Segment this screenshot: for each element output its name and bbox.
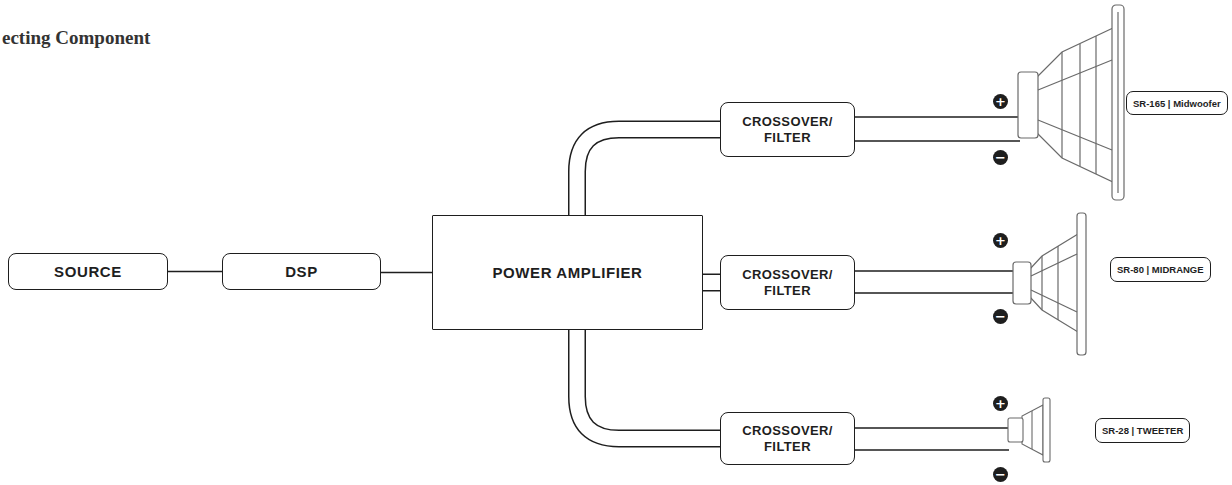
signal-connector bbox=[577, 130, 720, 216]
node-text: CROSSOVER/ FILTER bbox=[736, 423, 840, 454]
node-text: SR-165 | Midwoofer bbox=[1133, 98, 1221, 109]
node-text: DSP bbox=[285, 263, 318, 280]
polarity-mark: + bbox=[993, 94, 1008, 109]
crossover-box: CROSSOVER/ FILTER bbox=[720, 102, 855, 157]
node-text: SOURCE bbox=[54, 263, 122, 280]
signal-connector bbox=[381, 272, 432, 273]
speaker-tag: SR-80 | MIDRANGE bbox=[1110, 257, 1211, 282]
midwoofer-drawing bbox=[1018, 5, 1124, 200]
source-box: SOURCE bbox=[8, 253, 168, 290]
node-text: POWER AMPLIFIER bbox=[492, 264, 642, 281]
polarity-mark: − bbox=[993, 309, 1008, 324]
crossover-box: CROSSOVER/ FILTER bbox=[720, 412, 855, 465]
crossover-box: CROSSOVER/ FILTER bbox=[720, 255, 855, 310]
node-text: SR-28 | TWEETER bbox=[1102, 425, 1183, 436]
signal-connector bbox=[577, 330, 720, 439]
signal-connector bbox=[168, 271, 222, 272]
node-text: SR-80 | MIDRANGE bbox=[1117, 264, 1204, 275]
polarity-mark: + bbox=[993, 233, 1008, 248]
polarity-mark: + bbox=[993, 396, 1008, 411]
dsp-box: DSP bbox=[222, 253, 381, 290]
polarity-mark: − bbox=[993, 150, 1008, 165]
midrange-drawing bbox=[1013, 213, 1086, 355]
node-text: CROSSOVER/ FILTER bbox=[736, 114, 840, 145]
amplifier-box: POWER AMPLIFIER bbox=[432, 215, 703, 330]
polarity-mark: − bbox=[993, 467, 1008, 482]
signal-connector bbox=[703, 282, 720, 283]
speaker-tag: SR-165 | Midwoofer bbox=[1126, 91, 1228, 115]
tweeter-drawing bbox=[1008, 398, 1050, 462]
speaker-wires bbox=[855, 117, 1020, 450]
speaker-tag: SR-28 | TWEETER bbox=[1095, 418, 1190, 443]
node-text: CROSSOVER/ FILTER bbox=[736, 267, 840, 298]
heading: ecting Component bbox=[2, 27, 150, 49]
